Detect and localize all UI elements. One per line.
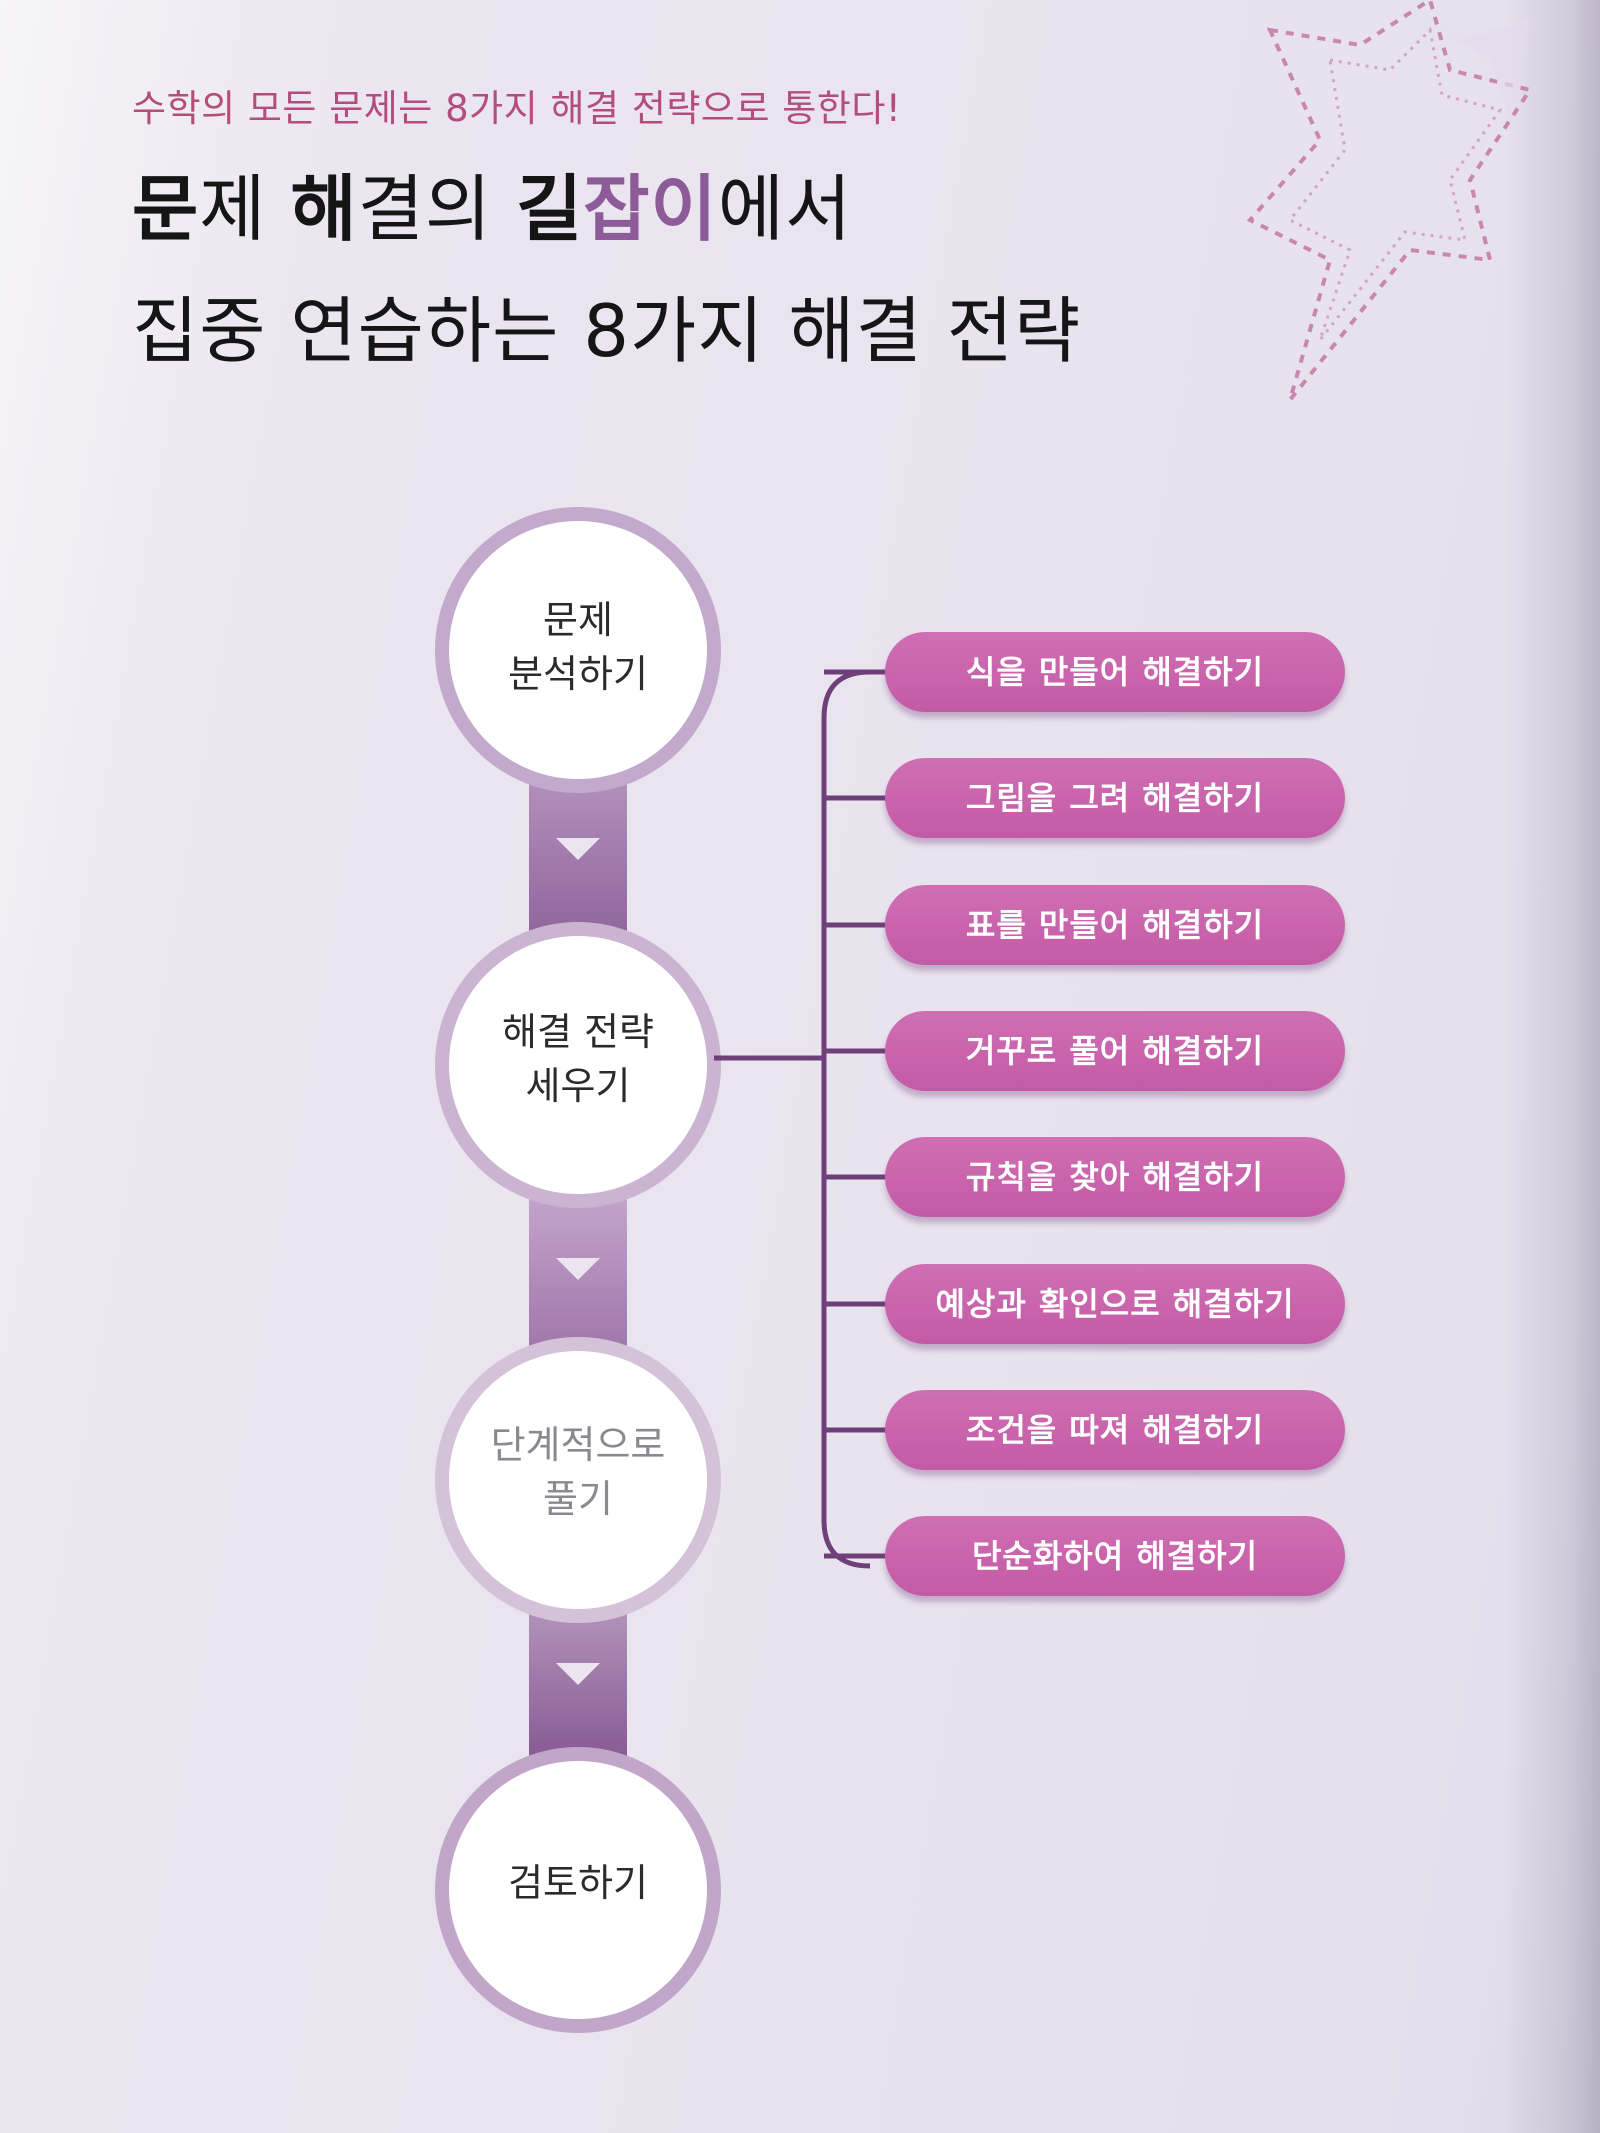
- star-fill-shape: [1410, 10, 1530, 120]
- down-arrow-icon-2: [556, 1258, 600, 1280]
- step-label-4: 검토하기: [438, 1856, 718, 1910]
- page-edge-shadow: [1505, 0, 1600, 2133]
- title-part-1: 문: [132, 167, 200, 251]
- down-arrow-icon-3: [556, 1663, 600, 1685]
- step-1-line1: 문제: [543, 598, 613, 642]
- star-outline-outer: [1246, 0, 1530, 402]
- strategy-pill-1: 식을 만들어 해결하기: [885, 632, 1345, 712]
- subtitle: 수학의 모든 문제는 8가지 해결 전략으로 통한다!: [132, 87, 902, 130]
- page-title-line2: 집중 연습하는 8가지 해결 전략: [132, 289, 1082, 373]
- page-title-line1: 문제 해결의 길잡이에서: [132, 150, 852, 255]
- step-circle-1: [435, 507, 721, 793]
- step-2-line2: 세우기: [525, 1064, 631, 1108]
- step-label-1: 문제 분석하기: [438, 593, 718, 701]
- strategy-pill-4: 거꾸로 풀어 해결하기: [885, 1011, 1345, 1091]
- title-part-7: 에서: [717, 167, 853, 251]
- step-4-line1: 검토하기: [508, 1861, 648, 1905]
- step-circle-3: [435, 1337, 721, 1623]
- strategy-pill-5: 규칙을 찾아 해결하기: [885, 1137, 1345, 1217]
- step-3-line2: 풀기: [543, 1477, 613, 1521]
- step-label-2: 해결 전략 세우기: [438, 1005, 718, 1113]
- branch-spine: [821, 669, 871, 1569]
- step-circle-4: [435, 1747, 721, 2033]
- down-arrow-icon-1: [556, 838, 600, 860]
- strategy-pill-8: 단순화하여 해결하기: [885, 1516, 1345, 1596]
- decorative-stars: [1246, 0, 1530, 402]
- title-part-6: 잡이: [583, 167, 718, 251]
- strategy-pill-7: 조건을 따져 해결하기: [885, 1390, 1345, 1470]
- title-part-4: 결의: [357, 167, 517, 251]
- strategy-pill-6: 예상과 확인으로 해결하기: [885, 1264, 1345, 1344]
- star-outline-inner: [1287, 26, 1503, 341]
- step-3-line1: 단계적으로: [490, 1423, 666, 1467]
- title-part-2: 제: [199, 167, 291, 251]
- title-part-3: 해: [290, 167, 358, 251]
- step-circle-2: [435, 922, 721, 1208]
- title-part-5: 길: [516, 167, 584, 251]
- step-2-line1: 해결 전략: [502, 1010, 654, 1054]
- strategy-pill-2: 그림을 그려 해결하기: [885, 758, 1345, 838]
- strategy-pill-3: 표를 만들어 해결하기: [885, 885, 1345, 965]
- step-label-3: 단계적으로 풀기: [438, 1418, 718, 1526]
- step-1-line2: 분석하기: [508, 652, 648, 696]
